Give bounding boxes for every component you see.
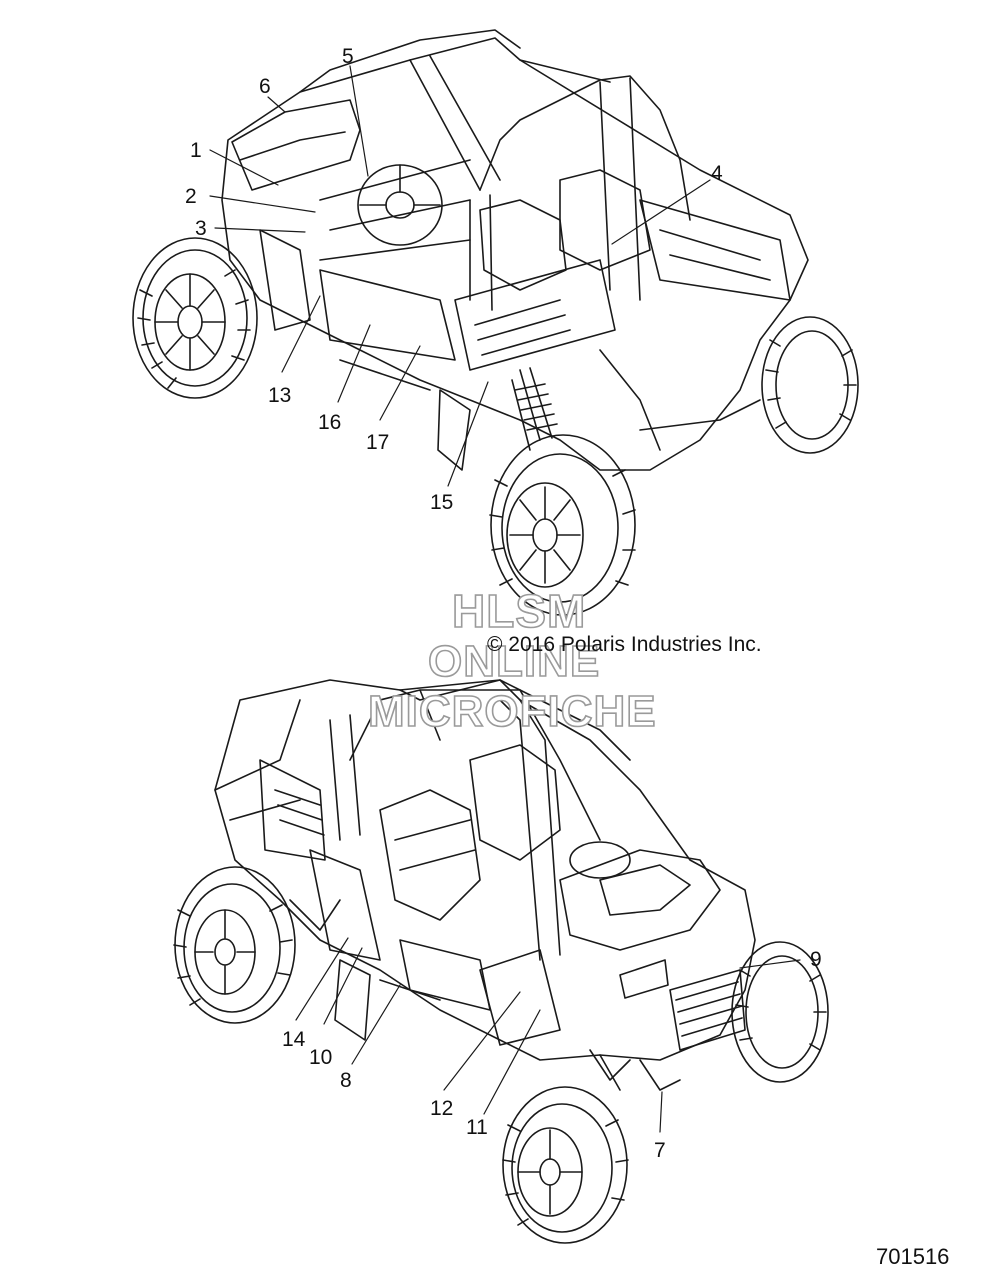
callout-1: 1 (190, 139, 202, 162)
callout-6: 6 (259, 75, 271, 98)
callout-4: 4 (711, 162, 723, 185)
callout-7: 7 (654, 1139, 666, 1162)
callout-5: 5 (342, 45, 354, 68)
callout-17: 17 (366, 431, 390, 454)
bottom-vehicle-drawing (173, 679, 829, 1244)
callout-9: 9 (810, 948, 822, 971)
callout-3: 3 (195, 217, 207, 240)
callout-2: 2 (185, 185, 197, 208)
callout-14: 14 (282, 1028, 306, 1051)
callout-10: 10 (309, 1046, 333, 1069)
bottom-wheel-rear-left (173, 866, 296, 1024)
callout-8: 8 (340, 1069, 352, 1092)
watermark-hlsm: HLSM (451, 585, 587, 637)
bottom-wheel-front-left (502, 1086, 629, 1244)
copyright-text: © 2016 Polaris Industries Inc. (487, 633, 762, 656)
callout-15: 15 (430, 491, 454, 514)
drawing-number: 701516 (876, 1244, 950, 1269)
top-wheel-rear-right (489, 434, 636, 616)
leader-lines (209, 65, 801, 1133)
top-vehicle-drawing (132, 29, 859, 616)
callout-11: 11 (466, 1116, 488, 1139)
top-wheel-front-right (761, 316, 859, 454)
callout-16: 16 (318, 411, 342, 434)
top-wheel-front-left (132, 237, 258, 399)
callout-12: 12 (430, 1097, 454, 1120)
watermark-microfiche: MICROFICHE (367, 687, 657, 736)
callout-13: 13 (268, 384, 292, 407)
watermark-online: ONLINE (427, 637, 601, 686)
